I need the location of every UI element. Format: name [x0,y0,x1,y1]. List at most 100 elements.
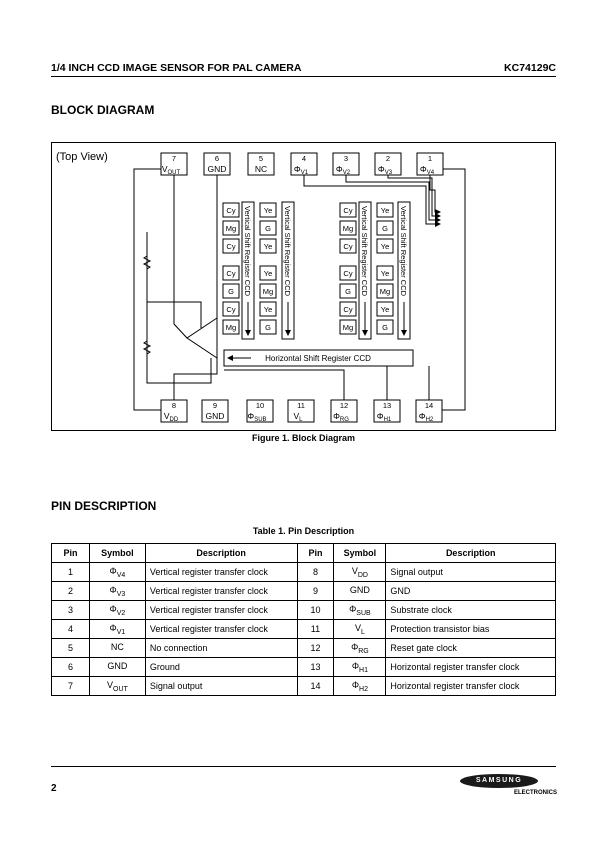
pin-symbol: ΦSUB [247,411,266,423]
pin-number: 5 [259,154,263,163]
vertical-shift-register: Vertical Shift Register CCD [397,201,411,340]
pixel-cell: Ye [376,202,394,218]
diagram-frame [51,142,556,431]
svg-text:Cy: Cy [226,269,235,278]
samsung-logo-sub: ELECTRONICS [514,790,558,796]
svg-text:Ye: Ye [381,242,390,251]
description-cell: Signal output [144,676,298,696]
table-header-row: Pin Symbol Description Pin Symbol Descri… [51,543,556,563]
svg-text:G: G [382,323,388,332]
symbol-cell: NC [88,638,146,658]
pin-symbol: VOUT [162,164,181,176]
pin-cell: 9 [296,581,335,601]
svg-text:Cy: Cy [343,305,352,314]
footer-rule [51,766,556,767]
description-cell: Vertical register transfer clock [144,581,298,601]
output-amplifier [186,317,218,359]
pin-number: 12 [340,401,348,410]
header-symbol: Symbol [333,543,387,563]
symbol-cell: VOUT [88,676,146,696]
description-cell: Signal output [385,562,556,582]
svg-text:G: G [265,224,271,233]
svg-text:Cy: Cy [343,242,352,251]
pin-number: 11 [297,401,305,410]
pin-symbol: ΦV2 [336,164,351,176]
block-diagram: (Top View) 7VOUT6GND5NC4ΦV13ΦV22ΦV31ΦV4 … [51,142,556,431]
chip-outline-left [133,168,161,411]
pixel-cell: Ye [376,301,394,317]
pixel-cell: Ye [259,265,277,281]
pin-cell: 10 [296,600,335,620]
symbol-cell: GND [88,657,146,677]
header-description: Description [144,543,298,563]
pin-symbol: ΦV3 [378,164,393,176]
pin-cell: 8 [296,562,335,582]
pin-number: 6 [215,154,219,163]
svg-text:Ye: Ye [264,206,273,215]
symbol-cell: VDD [333,562,387,582]
pixel-cell: Ye [376,238,394,254]
pixel-cell: Cy [222,265,240,281]
svg-text:Mg: Mg [226,323,236,332]
svg-text:Ye: Ye [381,269,390,278]
description-cell: Ground [144,657,298,677]
pin-number: 9 [213,401,217,410]
svg-text:Mg: Mg [343,323,353,332]
symbol-cell: GND [333,581,387,601]
svg-text:Cy: Cy [343,269,352,278]
pixel-cell: Cy [222,238,240,254]
header-rule [51,76,556,77]
pin-symbol: NC [255,164,267,174]
svg-text:Mg: Mg [226,224,236,233]
part-number: KC74129C [504,62,556,74]
svg-text:G: G [345,287,351,296]
symbol-cell: VL [333,619,387,639]
pin-cell: 3 [51,600,90,620]
resistor [142,255,152,270]
pin-number: 3 [344,154,348,163]
pixel-cell: Mg [259,283,277,299]
pin-cell: 13 [296,657,335,677]
symbol-cell: ΦV1 [88,619,146,639]
description-cell: Vertical register transfer clock [144,619,298,639]
chip-outline-right [442,168,466,411]
symbol-cell: ΦH1 [333,657,387,677]
pixel-cell: Cy [339,202,357,218]
pin-cell: 14 [296,676,335,696]
svg-text:Cy: Cy [226,206,235,215]
pin-cell: 1 [51,562,90,582]
symbol-cell: ΦRG [333,638,387,658]
vertical-shift-register: Vertical Shift Register CCD [358,201,372,340]
pin-description-table: Pin Symbol Description Pin Symbol Descri… [51,543,556,696]
resistor [142,340,152,355]
symbol-cell: ΦSUB [333,600,387,620]
header-description: Description [385,543,556,563]
hreg-label: Horizontal Shift Register CCD [265,354,371,363]
pixel-cell: G [376,319,394,335]
pin-symbol: GND [208,164,227,174]
pin-symbol: VL [293,411,303,423]
vertical-shift-register: Vertical Shift Register CCD [281,201,295,340]
pixel-cell: Mg [376,283,394,299]
svg-text:Mg: Mg [343,224,353,233]
pixel-cell: G [222,283,240,299]
pin-cell: 12 [296,638,335,658]
header-symbol: Symbol [88,543,146,563]
pixel-cell: Mg [339,220,357,236]
pixel-cell: G [259,220,277,236]
pixel-cell: Cy [222,301,240,317]
pin-number: 14 [425,401,433,410]
svg-text:Mg: Mg [263,287,273,296]
svg-text:Ye: Ye [264,242,273,251]
vreg-label: Vertical Shift Register CCD [243,206,252,297]
